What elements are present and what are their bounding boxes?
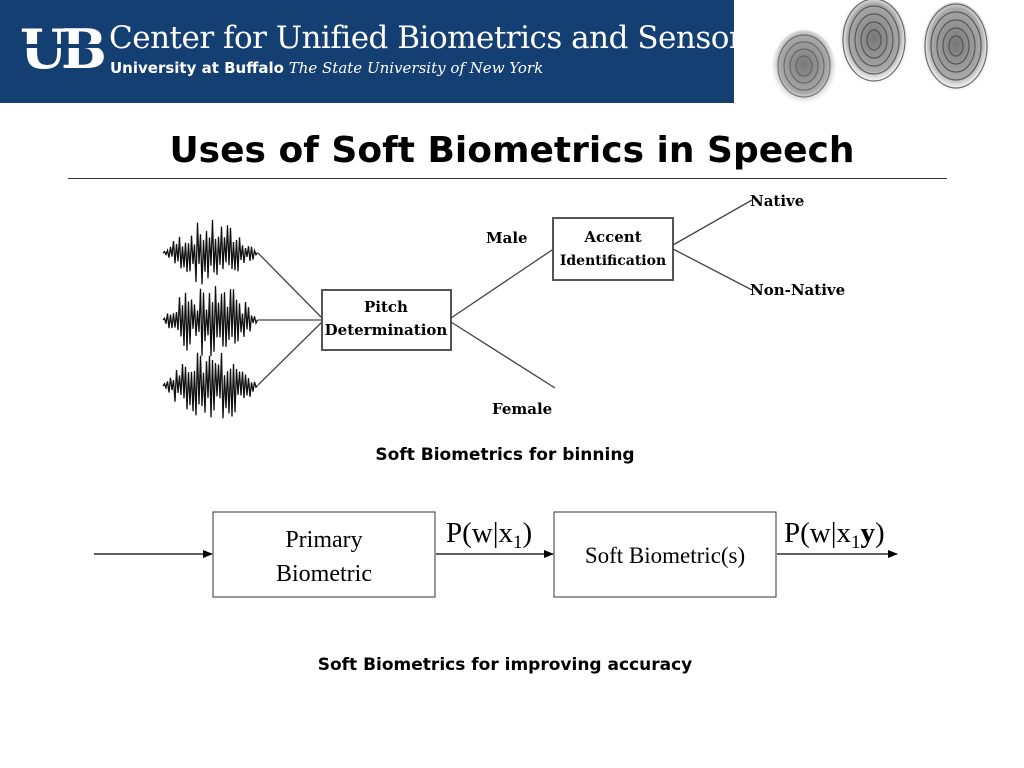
accent-identification-box: Accent Identification xyxy=(552,217,674,281)
pitch-box-line-2: Determination xyxy=(325,321,448,339)
title-divider xyxy=(68,178,947,179)
slide-title: Uses of Soft Biometrics in Speech xyxy=(169,130,855,171)
leaf-native-label: Native xyxy=(750,192,804,210)
waveform-connectors xyxy=(257,252,323,386)
branch-female-label: Female xyxy=(492,400,552,418)
prob-2-sub: 1 xyxy=(851,532,861,553)
soft-biometric-box: Soft Biometric(s) xyxy=(553,511,777,598)
prob-1-base: P(w|x xyxy=(446,517,514,549)
soft-box-label: Soft Biometric(s) xyxy=(585,543,745,568)
accent-branches xyxy=(672,199,753,291)
prob-1-sub: 1 xyxy=(513,532,523,553)
pitch-determination-box: Pitch Determination xyxy=(321,289,452,351)
waveform-1 xyxy=(162,219,259,285)
waveform-2 xyxy=(162,286,259,357)
leaf-non-native-label: Non-Native xyxy=(750,281,845,299)
gender-branches xyxy=(450,247,556,389)
speech-waveforms xyxy=(162,219,259,419)
prob-2-close: ) xyxy=(875,517,885,549)
waveform-3 xyxy=(162,352,258,419)
pitch-box-line-1: Pitch xyxy=(364,298,408,316)
probability-label-1: P(w|x1) xyxy=(446,517,532,553)
accent-box-line-2: Identification xyxy=(560,253,666,269)
fingerprint-right xyxy=(922,2,990,94)
fingerprint-middle xyxy=(840,0,908,86)
probability-label-2: P(w|x1y) xyxy=(784,517,885,553)
primary-biometric-box: Primary Biometric xyxy=(212,511,436,598)
accent-box-line-1: Accent xyxy=(583,228,641,246)
ub-logo: UB xyxy=(18,18,106,78)
binning-caption: Soft Biometrics for binning xyxy=(375,445,635,465)
center-name: Center for Unified Biometrics and Sensor… xyxy=(109,20,759,56)
primary-box-line-2: Biometric xyxy=(276,561,372,587)
header-banner: UB Center for Unified Biometrics and Sen… xyxy=(0,0,759,103)
prob-1-close: ) xyxy=(523,517,533,549)
prob-2-bold: y xyxy=(861,517,876,549)
state-university-name: The State University of New York xyxy=(288,59,544,77)
fingerprint-left xyxy=(772,30,836,103)
primary-box-line-1: Primary xyxy=(285,527,362,553)
accuracy-caption: Soft Biometrics for improving accuracy xyxy=(317,655,693,675)
fingerprints-image xyxy=(772,0,990,103)
prob-2-base: P(w|x xyxy=(784,517,852,549)
university-name: University at Buffalo xyxy=(110,59,284,77)
university-line: University at Buffalo The State Universi… xyxy=(110,58,543,78)
branch-male-label: Male xyxy=(486,229,528,247)
